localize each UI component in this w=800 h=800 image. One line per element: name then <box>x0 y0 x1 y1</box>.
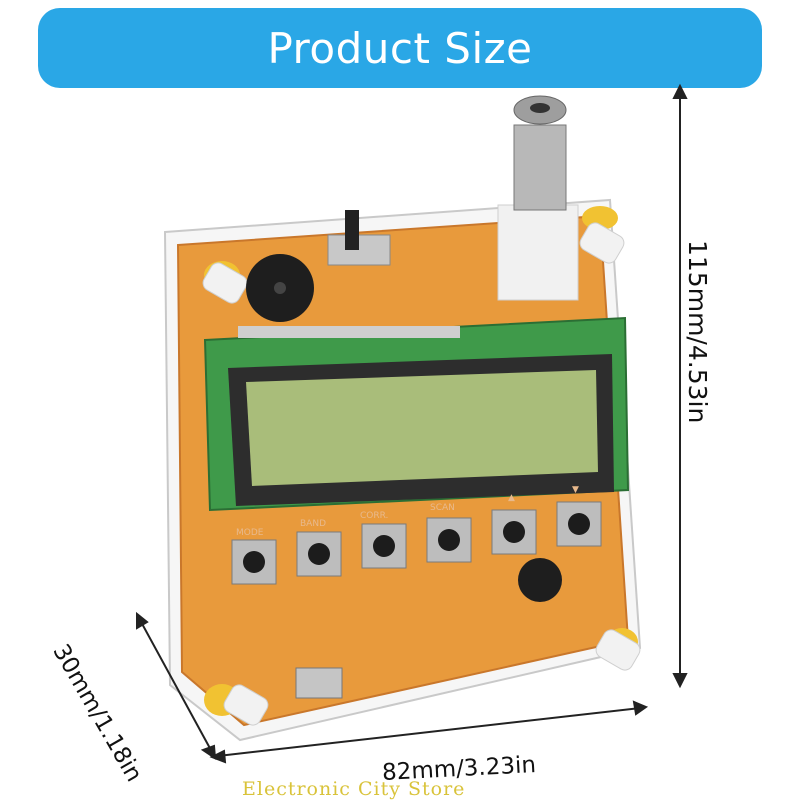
dimension-lines <box>136 83 688 764</box>
button-label-mode: MODE <box>236 528 264 538</box>
button-label-corr: CORR. <box>360 511 388 521</box>
inductor <box>518 558 562 602</box>
bnc-connector-body <box>513 124 567 211</box>
push-buttons <box>231 501 602 585</box>
store-watermark: Electronic City Store <box>242 778 466 800</box>
banner-title: Product Size <box>267 23 533 73</box>
button-label-up: ▲ <box>508 493 515 503</box>
standoff-bottom-left <box>223 684 269 726</box>
lcd-screen <box>246 370 598 486</box>
header-pins <box>238 326 460 338</box>
bnc-mount <box>497 204 579 301</box>
button-label-down: ▼ <box>572 485 579 495</box>
height-dimension-label: 115mm/4.53in <box>683 240 712 424</box>
button-label-band: BAND <box>300 519 326 529</box>
button-label-scan: SCAN <box>430 503 455 513</box>
standoff-bottom-right <box>595 629 641 671</box>
standoff-top-right <box>579 222 625 264</box>
mini-usb-port <box>295 667 343 699</box>
title-banner: Product Size <box>38 8 762 88</box>
standoff-top-left <box>202 262 248 304</box>
slide-switch-knob <box>345 210 359 250</box>
